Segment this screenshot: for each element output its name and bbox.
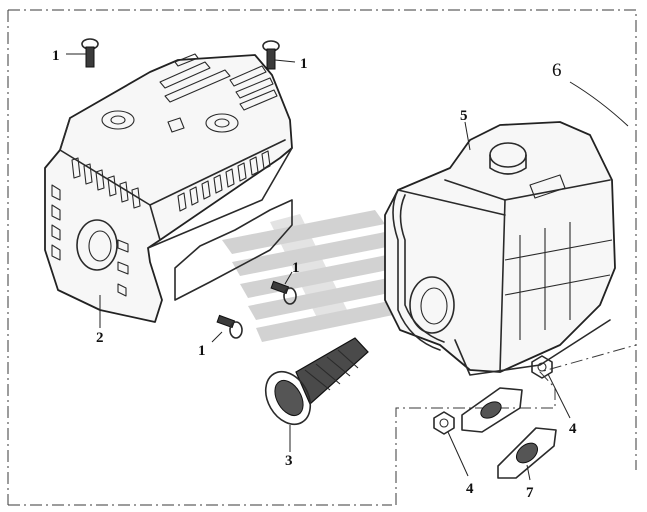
- muffler-body-part-5: [384, 121, 616, 376]
- callout-6: 6: [552, 60, 562, 81]
- callout-1-mid-lower: 1: [198, 343, 206, 359]
- callout-1-mid-upper: 1: [292, 260, 300, 276]
- watermark-logo: [222, 210, 408, 342]
- callout-1-top-left: 1: [52, 48, 60, 64]
- gasket-part-7: [497, 427, 557, 481]
- callout-7: 7: [526, 485, 534, 501]
- nut-bottom-part-4: [433, 411, 469, 477]
- callout-4-bottom: 4: [466, 481, 474, 497]
- screw-middle-lower-part-1: [211, 314, 243, 343]
- front-vent-slots: [71, 150, 271, 212]
- callout-4-right: 4: [569, 421, 577, 437]
- screw-top-left-part-1: [66, 38, 99, 68]
- muffler-cover-part-2: [44, 53, 293, 323]
- callout-2: 2: [96, 330, 104, 346]
- assembly-leader-part-6: [569, 81, 629, 127]
- callout-1-top-right: 1: [300, 56, 308, 72]
- callout-3: 3: [285, 453, 293, 469]
- callout-5: 5: [460, 108, 468, 124]
- screw-top-right-part-1: [262, 40, 296, 70]
- gasket-upper: [461, 387, 523, 433]
- screw-middle-upper-part-1: [270, 271, 297, 305]
- tailpipe-part-3: [264, 337, 369, 452]
- border-frame: [7, 9, 637, 506]
- nut-right-part-4: [531, 355, 571, 419]
